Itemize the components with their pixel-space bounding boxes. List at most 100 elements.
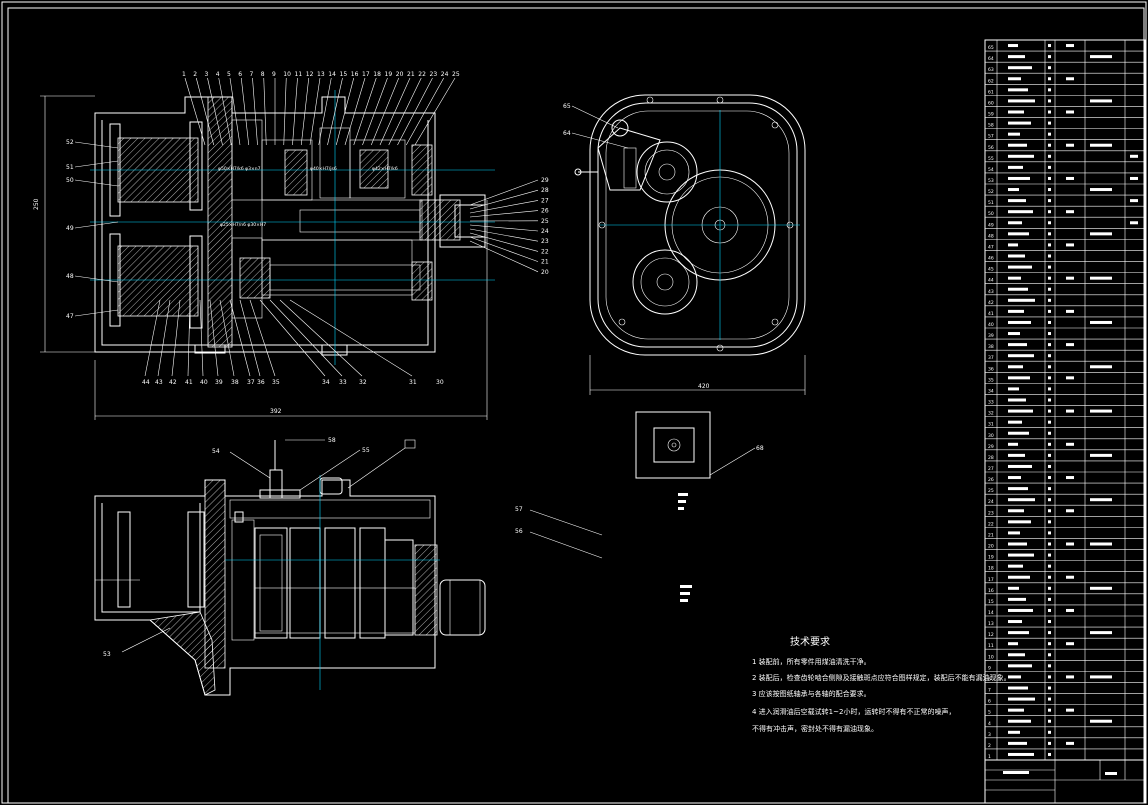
- parts-list-row: 55: [985, 154, 1145, 163]
- parts-list-row: 34: [985, 387, 1145, 395]
- parts-list-index: 29: [988, 444, 994, 450]
- parts-list-row: 33: [985, 398, 1145, 406]
- callout-top-label: 9: [272, 71, 276, 78]
- callout-left-label: 48: [66, 273, 74, 280]
- callout-bottom-label: 35: [272, 379, 280, 386]
- tech-req-line-1: 1 装配前，所有零件用煤油清洗干净。: [752, 657, 871, 666]
- parts-list-index: 3: [988, 732, 991, 738]
- parts-list-index: 6: [988, 699, 991, 705]
- parts-list-index: 8: [988, 676, 991, 682]
- callout-bottom-label: 42: [169, 379, 177, 386]
- callout-leader: [218, 77, 232, 146]
- parts-list-row: 27: [985, 464, 1145, 473]
- callout-top-label: 25: [452, 71, 460, 78]
- detail-label-68: 68: [756, 445, 764, 452]
- callout-leader: [184, 77, 206, 146]
- parts-list-index: 44: [988, 278, 994, 284]
- callout-leader: [74, 275, 119, 283]
- inline-note-4: φ25×H7/n6 φ30×H7: [220, 222, 266, 228]
- parts-list-row: 44: [985, 276, 1145, 284]
- bottom-view: 54 58 55 57 56 53: [94, 437, 603, 696]
- parts-list-index: 42: [988, 300, 994, 306]
- callout-leader: [240, 77, 250, 146]
- parts-list-index: 55: [988, 156, 994, 162]
- callout-leader: [469, 200, 539, 214]
- parts-list-row: 41: [985, 309, 1145, 318]
- parts-list-index: 7: [988, 688, 991, 694]
- callout-top-label: 6: [238, 71, 242, 78]
- callout-right-label: 27: [541, 197, 549, 204]
- parts-list-index: 32: [988, 411, 994, 417]
- parts-list-index: 52: [988, 189, 994, 195]
- callout-leader: [239, 299, 261, 377]
- parts-list-row: 58: [985, 121, 1145, 129]
- callout-leader: [362, 77, 388, 146]
- parts-list-index: 63: [988, 67, 994, 73]
- parts-list-row: 1: [985, 752, 1145, 761]
- parts-list-row: 7: [985, 686, 1145, 694]
- parts-list-index: 22: [988, 521, 994, 527]
- callout-leader: [283, 77, 287, 146]
- callout-top-label: 15: [340, 71, 348, 78]
- parts-list-index: 27: [988, 466, 994, 472]
- parts-list-row: 60: [985, 99, 1145, 107]
- parts-list-row: 32: [985, 409, 1145, 417]
- parts-list-index: 61: [988, 89, 994, 95]
- callout-leader: [219, 299, 235, 377]
- callout-leader: [469, 232, 539, 252]
- callout-top-label: 21: [407, 71, 415, 78]
- callout-leader: [469, 228, 539, 242]
- parts-list-row: 8: [985, 675, 1145, 683]
- callout-left-label: 51: [66, 164, 74, 171]
- detail-view: 68: [635, 411, 764, 602]
- parts-list-index: 50: [988, 211, 994, 217]
- parts-list-index: 10: [988, 654, 994, 660]
- tech-req-line-5: 不得有冲击声，密封处不得有漏油现象。: [752, 724, 878, 733]
- bottom-label-58: 58: [328, 437, 336, 444]
- callout-leader: [229, 77, 241, 146]
- parts-list-index: 20: [988, 544, 994, 550]
- parts-list-row: 51: [985, 199, 1145, 207]
- parts-list-index: 65: [988, 45, 994, 51]
- callout-bottom-label: 36: [257, 379, 265, 386]
- bottom-label-56: 56: [515, 528, 523, 535]
- parts-list-index: 4: [988, 721, 991, 727]
- parts-list-index: 60: [988, 100, 994, 106]
- callout-leader: [249, 299, 276, 377]
- parts-list-index: 26: [988, 477, 994, 483]
- parts-list-index: 19: [988, 555, 994, 561]
- parts-list-index: 30: [988, 433, 994, 439]
- parts-list-row: 30: [985, 431, 1145, 440]
- callout-left-label: 50: [66, 177, 74, 184]
- parts-list-index: 5: [988, 710, 991, 716]
- parts-list-row: 31: [985, 420, 1145, 428]
- parts-list-index: 12: [988, 632, 994, 638]
- parts-list-index: 2: [988, 743, 991, 749]
- parts-list-index: 1: [988, 754, 991, 760]
- callout-bottom-label: 39: [215, 379, 223, 386]
- parts-list-index: 39: [988, 333, 994, 339]
- bottom-label-55: 55: [362, 447, 370, 454]
- side-label-65: 65: [563, 103, 571, 110]
- callout-right-label: 26: [541, 208, 549, 215]
- callout-top-label: 12: [306, 71, 314, 78]
- callout-right-label: 29: [541, 177, 549, 184]
- callout-leader: [269, 299, 343, 377]
- technical-requirements: 技术要求 1 装配前，所有零件用煤油清洗干净。 2 装配后，检查齿轮啮合侧隙及接…: [752, 635, 1011, 733]
- callout-top-label: 11: [295, 71, 303, 78]
- parts-list-row: 57: [985, 132, 1145, 140]
- parts-list-index: 62: [988, 78, 994, 84]
- parts-list-index: 28: [988, 455, 994, 461]
- callout-top-label: 7: [250, 71, 254, 78]
- callout-right-label: 22: [541, 248, 549, 255]
- parts-list-row: 9: [985, 664, 1145, 672]
- parts-list-index: 48: [988, 233, 994, 239]
- tech-req-line-2: 2 装配后，检查齿轮啮合侧隙及接触斑点应符合图样规定，装配后不能有漏油现象。: [752, 673, 1011, 682]
- callout-right-label: 25: [541, 218, 549, 225]
- callout-leader: [199, 299, 204, 377]
- callout-top-label: 3: [205, 71, 209, 78]
- parts-list-row: 24: [985, 498, 1145, 506]
- parts-list-row: 40: [985, 320, 1145, 329]
